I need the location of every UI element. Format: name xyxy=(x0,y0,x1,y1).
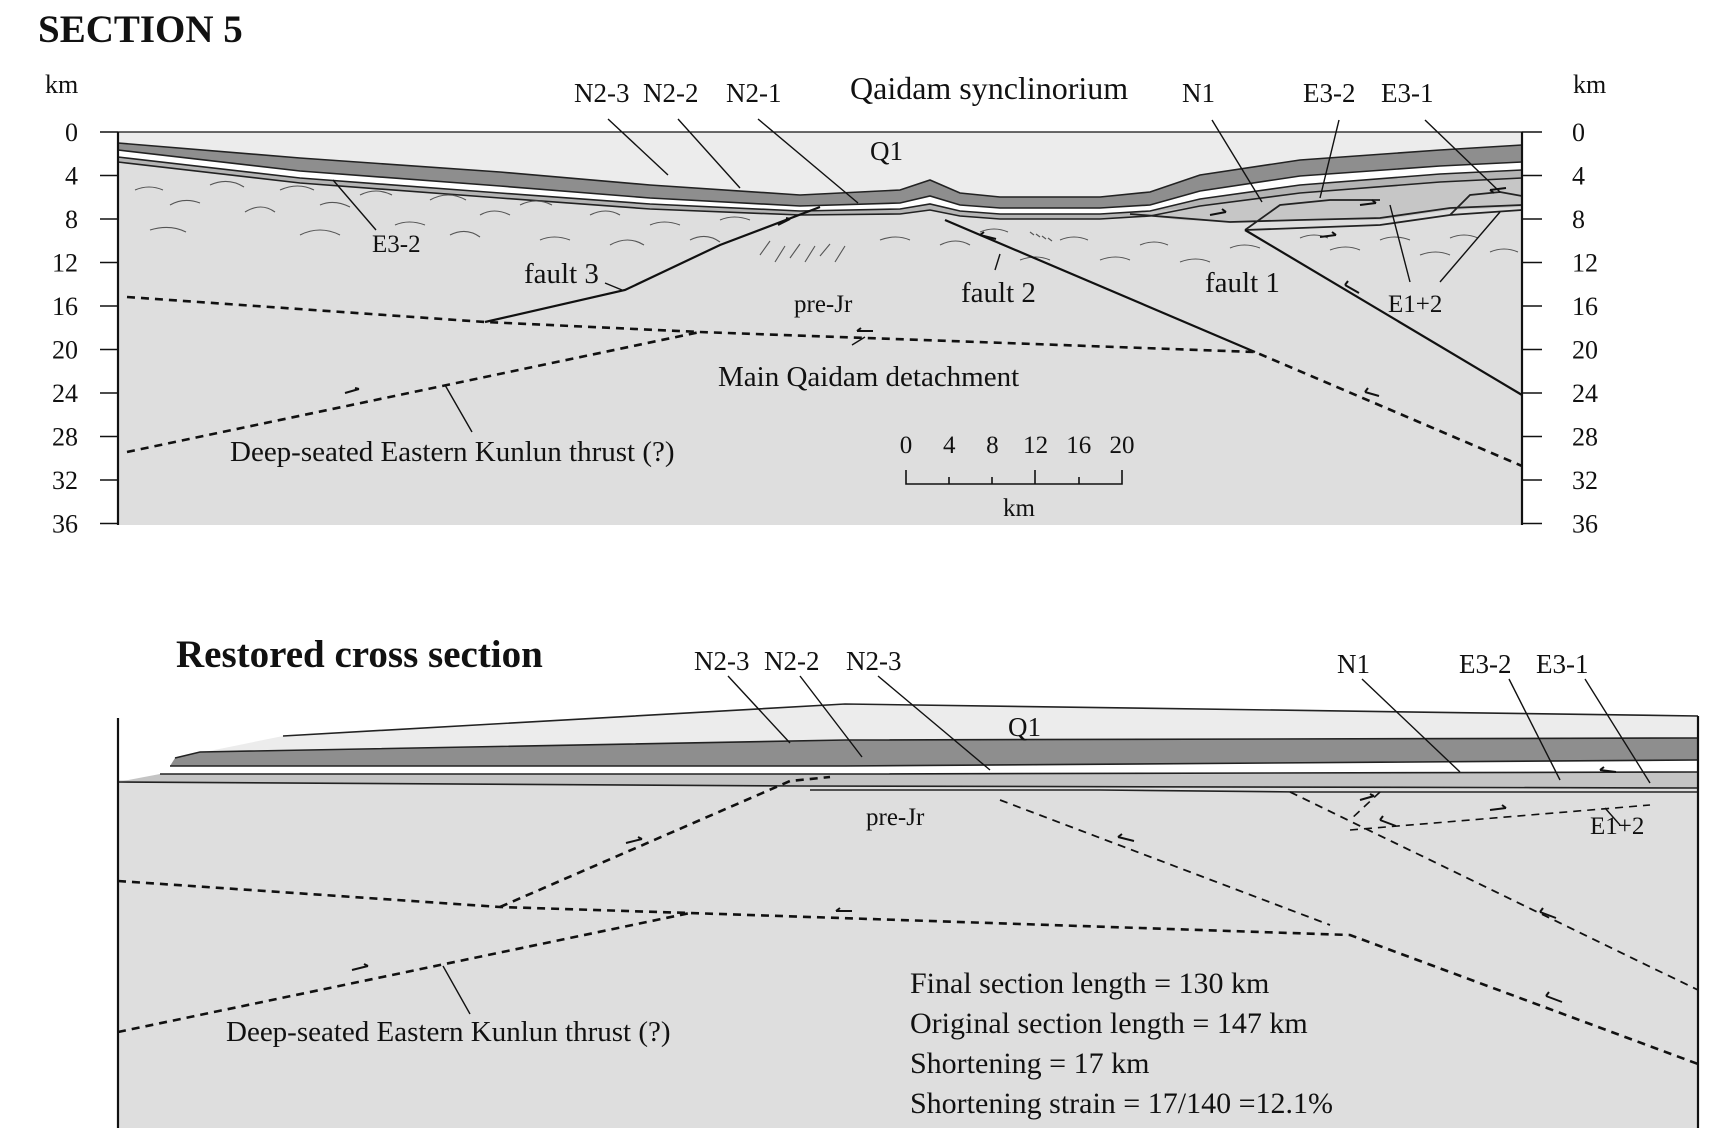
restored-label-pre-jr: pre-Jr xyxy=(866,804,925,831)
restored-detachment xyxy=(117,879,1699,1066)
q1-unit xyxy=(118,132,1522,197)
depth-tick-label: 4 xyxy=(65,162,78,191)
upper-boundary-lines xyxy=(117,142,1523,220)
restored-slip-arrows xyxy=(351,766,1617,1003)
restored-stat-line: Final section length = 130 km xyxy=(910,967,1269,1000)
scale-tick-label: 8 xyxy=(986,432,999,459)
depth-tick-label: 24 xyxy=(1572,379,1598,408)
restored-q1-unit xyxy=(175,704,1698,758)
restored-basement xyxy=(118,780,1698,1128)
restored-dark-layer xyxy=(170,738,1698,766)
depth-tick-label: 24 xyxy=(52,379,78,408)
n2-2-layer xyxy=(118,150,1522,214)
depth-tick-label: 20 xyxy=(52,336,78,365)
e3-2-texture xyxy=(134,180,1519,263)
restored-frame xyxy=(116,716,1700,1128)
label-e1-2: E1+2 xyxy=(1388,291,1442,318)
slip-arrows xyxy=(344,187,1507,397)
depth-tick-label: 0 xyxy=(65,118,78,147)
depth-tick-label: 8 xyxy=(65,205,78,234)
scale-bar-unit: km xyxy=(1003,495,1036,522)
fault-2-line xyxy=(944,218,1256,354)
label-n2-2: N2-2 xyxy=(643,78,699,108)
depth-tick-label: 32 xyxy=(1572,466,1598,495)
restored-fault-1 xyxy=(1289,791,1699,991)
depth-tick-label: 0 xyxy=(1572,118,1585,147)
restored-faults-dashed xyxy=(117,775,1699,1066)
restored-label-n2-3-right: N2-3 xyxy=(846,646,902,676)
label-e3-2-lower: E3-2 xyxy=(372,231,421,258)
left-depth-axis: 0 4 8 12 16 20 24 28 32 36 xyxy=(52,118,118,539)
depth-tick-label: 16 xyxy=(52,292,78,321)
restored-small-fault xyxy=(1349,791,1381,821)
restored-fault-2 xyxy=(999,799,1331,926)
depth-tick-label: 12 xyxy=(52,249,78,278)
label-pre-jr: pre-Jr xyxy=(794,291,853,318)
fault-3-line xyxy=(484,205,821,324)
label-n1: N1 xyxy=(1182,78,1215,108)
n2-3-layer xyxy=(118,143,1522,208)
scale-tick-label: 16 xyxy=(1066,432,1091,459)
scale-bar: 0 4 8 12 16 20 km xyxy=(900,432,1135,522)
scale-tick-label: 20 xyxy=(1110,432,1135,459)
restored-leader-lines xyxy=(442,675,1651,1015)
label-fault-3: fault 3 xyxy=(524,258,599,290)
restored-label-e3-1: E3-1 xyxy=(1536,649,1588,679)
scale-bar-line xyxy=(905,470,1123,485)
restored-title: Restored cross section xyxy=(176,633,543,676)
restored-stat-line: Shortening = 17 km xyxy=(910,1047,1149,1080)
label-n2-1: N2-1 xyxy=(726,78,782,108)
faults-solid xyxy=(484,205,1523,396)
n1-structure-lines xyxy=(1129,191,1523,231)
depth-tick-label: 12 xyxy=(1572,249,1598,278)
label-e3-1: E3-1 xyxy=(1381,78,1433,108)
main-qaidam-detachment xyxy=(126,295,1523,468)
left-axis-unit: km xyxy=(45,70,78,99)
label-e3-2: E3-2 xyxy=(1303,78,1355,108)
label-fault-1: fault 1 xyxy=(1205,267,1280,299)
restored-label-n2-2: N2-2 xyxy=(764,646,820,676)
label-kunlun-thrust: Deep-seated Eastern Kunlun thrust (?) xyxy=(230,436,675,468)
label-synclinorium: Qaidam synclinorium xyxy=(850,70,1128,106)
label-q1: Q1 xyxy=(870,136,903,166)
restored-label-n2-3-left: N2-3 xyxy=(694,646,750,676)
depth-tick-label: 28 xyxy=(1572,423,1598,452)
label-detachment: Main Qaidam detachment xyxy=(718,361,1019,393)
depth-tick-label: 32 xyxy=(52,466,78,495)
section-frame xyxy=(116,131,1524,525)
scale-tick-label: 4 xyxy=(943,432,956,459)
right-depth-axis: 0 4 8 12 16 20 24 28 32 36 xyxy=(1522,118,1598,539)
restored-stat-line: Original section length = 147 km xyxy=(910,1007,1308,1040)
restored-stats: Final section length = 130 km Original se… xyxy=(910,967,1333,1120)
label-fault-2: fault 2 xyxy=(961,277,1036,309)
restored-label-e3-2: E3-2 xyxy=(1459,649,1511,679)
section-title: SECTION 5 xyxy=(38,8,243,51)
leader-lines xyxy=(332,118,1501,433)
label-n2-3: N2-3 xyxy=(574,78,630,108)
restored-label-kunlun-thrust: Deep-seated Eastern Kunlun thrust (?) xyxy=(226,1016,671,1048)
depth-tick-label: 8 xyxy=(1572,205,1585,234)
depth-tick-label: 4 xyxy=(1572,162,1585,191)
faults-dashed xyxy=(126,295,1523,468)
n2-1-layer xyxy=(118,157,1522,219)
scale-tick-label: 12 xyxy=(1023,432,1048,459)
scale-tick-label: 0 xyxy=(900,432,913,459)
depth-tick-label: 16 xyxy=(1572,292,1598,321)
depth-tick-label: 36 xyxy=(1572,510,1598,539)
restored-stat-line: Shortening strain = 17/140 =12.1% xyxy=(910,1087,1333,1120)
restored-label-e1-2: E1+2 xyxy=(1590,813,1644,840)
depth-tick-label: 28 xyxy=(52,423,78,452)
restored-layer-lines xyxy=(117,703,1699,793)
restored-label-n1: N1 xyxy=(1337,649,1370,679)
depth-tick-label: 36 xyxy=(52,510,78,539)
depth-tick-label: 20 xyxy=(1572,336,1598,365)
restored-fault-3 xyxy=(499,775,831,909)
right-axis-unit: km xyxy=(1573,70,1606,99)
fault-1-line xyxy=(1244,229,1523,396)
restored-label-q1: Q1 xyxy=(1008,712,1041,742)
